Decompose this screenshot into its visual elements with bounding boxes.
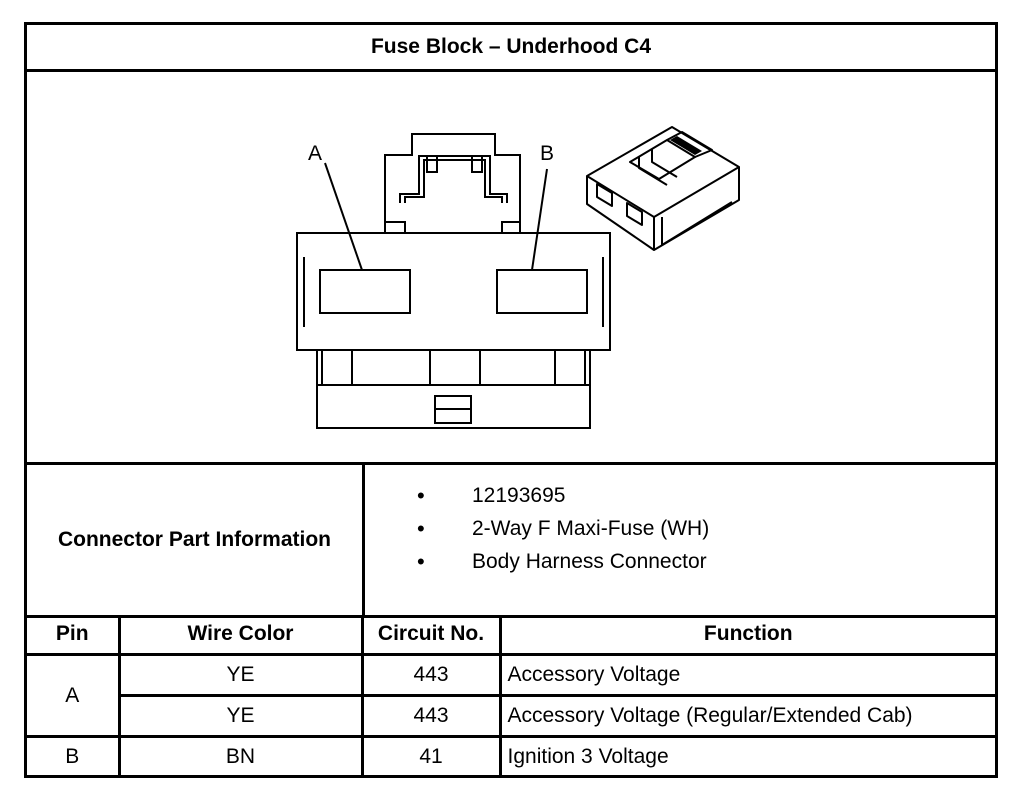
wire-color-cell: YE: [117, 653, 364, 697]
cavity-label-b: B: [540, 142, 554, 165]
connector-part-info-label: Connector Part Information: [27, 465, 365, 615]
wire-color-cell: BN: [117, 735, 364, 776]
function-cell: Accessory Voltage: [498, 653, 995, 697]
part-info-item: 2-Way F Maxi-Fuse (WH): [417, 512, 709, 545]
connector-isometric-view: [586, 126, 740, 251]
pin-cell: A: [27, 653, 121, 738]
table-row: A YE 443 Accessory Voltage: [27, 653, 995, 738]
table-row: YE 443 Accessory Voltage (Regular/Extend…: [27, 694, 995, 738]
header-circuit-no: Circuit No.: [360, 615, 502, 656]
function-cell: Accessory Voltage (Regular/Extended Cab): [498, 694, 995, 738]
pin-table: Pin Wire Color Circuit No. Function A YE…: [27, 615, 995, 776]
circuit-cell: 443: [360, 653, 502, 697]
function-cell: Ignition 3 Voltage: [498, 735, 995, 776]
connector-part-info-list: 12193695 2-Way F Maxi-Fuse (WH) Body Har…: [417, 479, 709, 578]
circuit-cell: 443: [360, 694, 502, 738]
part-info-item: 12193695: [417, 479, 709, 512]
header-wire-color: Wire Color: [117, 615, 364, 656]
table-row: B BN 41 Ignition 3 Voltage: [27, 735, 995, 776]
header-pin: Pin: [27, 615, 121, 656]
table-header-row: Pin Wire Color Circuit No. Function: [27, 615, 995, 656]
cavity-label-a: A: [308, 142, 322, 165]
circuit-cell: 41: [360, 735, 502, 776]
connector-part-info: Connector Part Information 12193695 2-Wa…: [27, 462, 995, 618]
part-info-item: Body Harness Connector: [417, 545, 709, 578]
sheet-title: Fuse Block – Underhood C4: [27, 25, 995, 72]
connector-figure: A B: [27, 72, 995, 462]
connector-sheet: Fuse Block – Underhood C4: [24, 22, 998, 778]
wire-color-cell: YE: [119, 694, 364, 738]
pin-cell: B: [27, 735, 121, 776]
connector-front-view: A B: [296, 133, 611, 429]
header-function: Function: [498, 615, 995, 656]
